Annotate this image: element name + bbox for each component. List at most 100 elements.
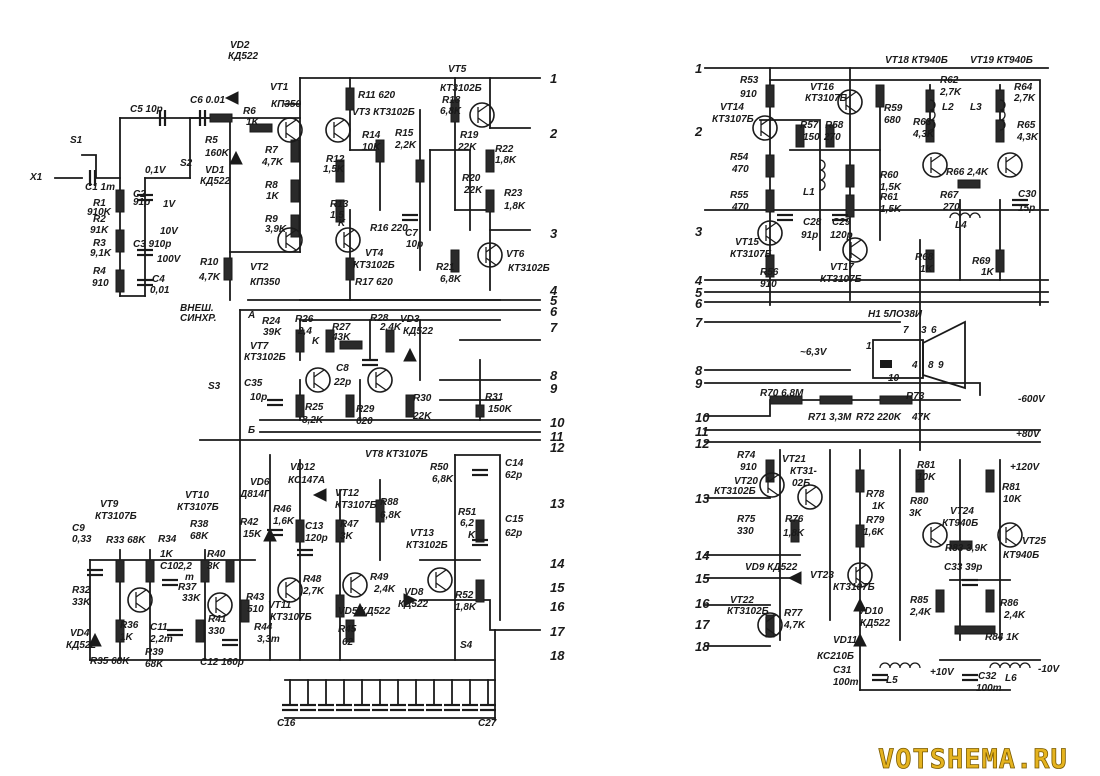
label-c28_val: 91p <box>801 230 818 241</box>
resistor <box>375 499 385 523</box>
label-r74: R74 <box>737 450 756 461</box>
label-r58: R58 <box>825 120 844 131</box>
label-r27_val: 43K <box>331 332 351 343</box>
transistor-collector <box>215 594 227 603</box>
label-r67_val: 270 <box>942 202 960 213</box>
label-c35: C35 <box>244 378 263 389</box>
label-r81b: R81 <box>1002 482 1021 493</box>
pin-3: 3 <box>550 226 558 241</box>
resistor <box>295 329 305 353</box>
label-c32_val: 100m <box>976 683 1002 694</box>
label-r16: R16 220 <box>370 223 408 234</box>
label-vt7_type: КТ3102Б <box>244 352 286 363</box>
label-r73_val: 47K <box>911 412 931 423</box>
label-c14: C14 <box>505 458 524 469</box>
label-vd10: VD10 <box>858 606 883 617</box>
transistor-collector <box>135 589 147 598</box>
resistor <box>765 189 775 213</box>
component-labels: 123456789101112131415161718VD2КД522VT1КП… <box>29 40 1060 729</box>
label-r49_val: 2,4K <box>373 584 396 595</box>
resistor <box>115 189 125 213</box>
label-vt11_type: КТ3107Б <box>270 612 312 623</box>
label-p6: 6 <box>931 325 937 336</box>
transistor-collector <box>855 564 867 573</box>
label-r69: R69 <box>972 256 991 267</box>
pin-18: 18 <box>695 639 710 654</box>
label-r43_val: 510 <box>247 604 264 615</box>
pin-13: 13 <box>550 496 565 511</box>
wire <box>759 119 821 251</box>
resistor <box>819 395 853 405</box>
transistor-emitter <box>850 252 862 261</box>
diode <box>229 150 243 165</box>
label-c9_val: 0,33 <box>72 534 92 545</box>
transistor <box>922 152 948 178</box>
label-r26: R26 <box>295 314 314 325</box>
resistor <box>115 619 125 643</box>
label-vd12_type: КС147А <box>288 475 325 486</box>
label-vt10_type: КТ3107Б <box>177 502 219 513</box>
label-r86: R86 <box>1000 598 1019 609</box>
label-r55_val: 470 <box>731 202 749 213</box>
transistor-collector <box>765 614 777 623</box>
label-r65: R65 <box>1017 120 1036 131</box>
label-r19: R19 <box>460 130 479 141</box>
resistor <box>290 214 300 238</box>
label-r54_val: 470 <box>731 164 749 175</box>
label-r60_val: 1,5K <box>880 182 902 193</box>
resistor <box>925 249 935 273</box>
label-c4: C4 <box>152 274 165 285</box>
pin-16: 16 <box>550 599 565 614</box>
label-r15_val: 2,2K <box>394 140 417 151</box>
label-r13_val: 1,5 <box>330 210 344 221</box>
resistor <box>290 139 300 163</box>
label-vd11_type: КС210Б <box>817 651 854 662</box>
label-vt4: VT4 <box>365 248 384 259</box>
resistor <box>405 394 415 418</box>
transistor-emitter <box>805 499 817 508</box>
wire <box>704 399 961 417</box>
label-r20_val: 22K <box>463 185 483 196</box>
label-vd9: VD9 КД522 <box>745 562 798 573</box>
label-r10: R10 <box>200 257 219 268</box>
transistor-emitter <box>135 602 147 611</box>
label-r19_val: 22K <box>457 142 477 153</box>
label-vt25_type: КТ940Б <box>1003 550 1039 561</box>
label-l1: L1 <box>803 187 815 198</box>
label-r23_val: 1,8K <box>504 201 526 212</box>
transistor-emitter <box>1005 167 1017 176</box>
pin-12: 12 <box>695 436 710 451</box>
label-vt21: VT21 <box>782 454 806 465</box>
transistor <box>752 115 778 141</box>
resistor <box>249 123 273 133</box>
label-r4_val: 910 <box>92 278 109 289</box>
label-s4: S4 <box>460 640 473 651</box>
label-l3: L3 <box>970 102 982 113</box>
transistor-collector <box>285 119 297 128</box>
label-vt15: VT15 <box>735 237 759 248</box>
label-vt9_type: КТ3107Б <box>95 511 137 522</box>
label-r6: R6 <box>243 106 256 117</box>
resistor <box>295 394 305 418</box>
resistor <box>345 394 355 418</box>
pin-14: 14 <box>695 548 710 563</box>
transistor <box>342 572 368 598</box>
resistor <box>954 625 996 635</box>
label-r65_val: 4,3K <box>1016 132 1039 143</box>
transistor <box>757 612 783 638</box>
label-r30_val: 22K <box>412 411 432 422</box>
label-r57_val: 150 <box>803 132 820 143</box>
resistor <box>995 119 1005 143</box>
diode <box>88 632 102 647</box>
label-vt15_type: КТ3107Б <box>730 249 772 260</box>
transistor-emitter <box>375 382 387 391</box>
pin-8: 8 <box>695 363 703 378</box>
label-vt22_type: КТ3102Б <box>727 606 769 617</box>
label-r55: R55 <box>730 190 749 201</box>
resistor <box>415 159 425 183</box>
resistor <box>200 559 210 583</box>
label-vt22: VT22 <box>730 595 754 606</box>
label-vt1: VT1 <box>270 82 289 93</box>
pin-9: 9 <box>550 381 558 396</box>
transistor-emitter <box>215 607 227 616</box>
